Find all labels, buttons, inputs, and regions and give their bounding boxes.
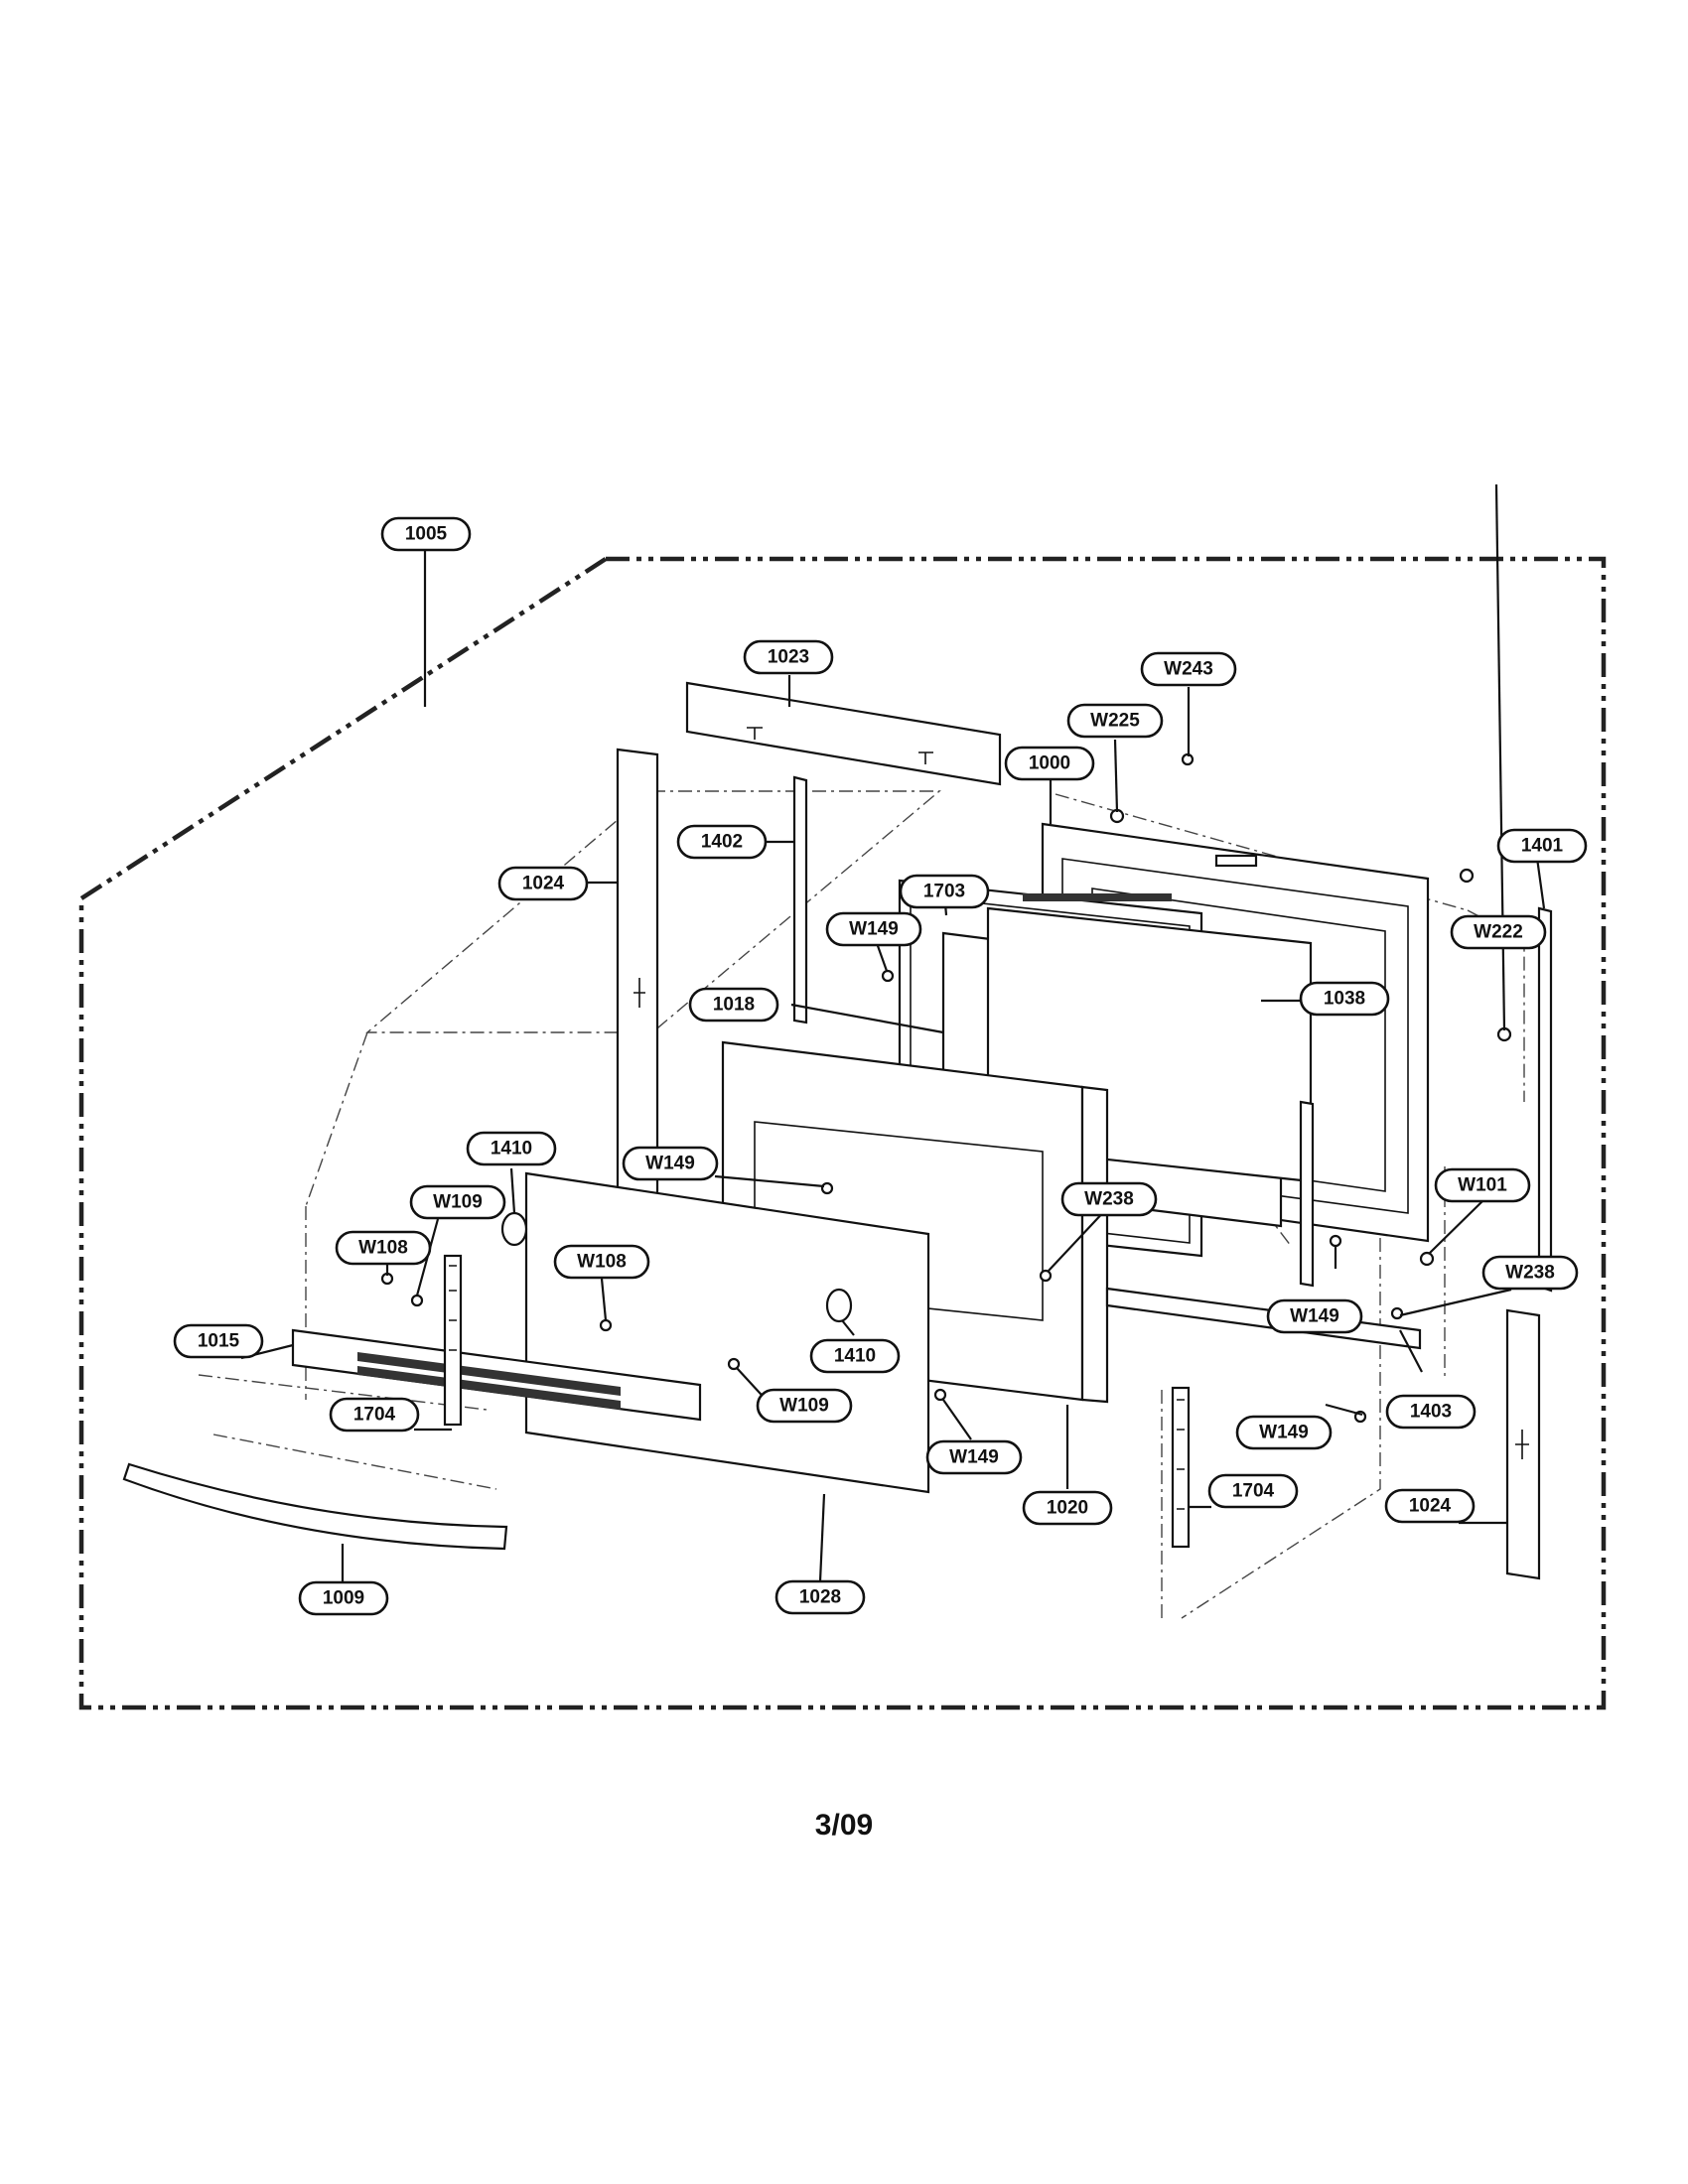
svg-text:1703: 1703: [923, 882, 965, 902]
callout-1009: 1009: [298, 1580, 389, 1616]
svg-text:W109: W109: [433, 1192, 483, 1213]
svg-text:1015: 1015: [198, 1331, 240, 1352]
callout-1410b: 1410: [809, 1338, 901, 1374]
callout-1024a: 1024: [497, 866, 589, 901]
callouts: 1005 1023 W243 W225 1000 1402 1401 1024 …: [173, 516, 1588, 1616]
svg-text:1038: 1038: [1324, 989, 1365, 1010]
part-1007-hinge-left-vertical: [1299, 1100, 1315, 1288]
page-number: 3/09: [814, 1809, 874, 1842]
svg-text:W109: W109: [779, 1396, 829, 1417]
callout-1704b: 1704: [1207, 1473, 1299, 1509]
callout-W225: W225: [1066, 703, 1164, 739]
part-1704-right-hinge: [1171, 1386, 1191, 1549]
part-1403-bottom-bracket: [1105, 1287, 1422, 1350]
svg-text:1410: 1410: [491, 1139, 532, 1160]
svg-text:1028: 1028: [799, 1587, 841, 1608]
callout-W238b: W238: [1481, 1255, 1579, 1291]
svg-text:W149: W149: [645, 1154, 695, 1174]
callout-1020: 1020: [1022, 1490, 1113, 1526]
svg-text:1402: 1402: [701, 832, 743, 853]
svg-text:W238: W238: [1505, 1263, 1555, 1284]
svg-text:W222: W222: [1474, 922, 1523, 943]
callout-W243: W243: [1140, 651, 1237, 687]
svg-text:W149: W149: [949, 1447, 999, 1468]
svg-text:1000: 1000: [1029, 753, 1070, 774]
svg-text:W149: W149: [1259, 1423, 1309, 1443]
callout-1023: 1023: [743, 639, 834, 675]
callout-W101: W101: [1434, 1167, 1531, 1203]
callout-W222: W222: [1450, 914, 1547, 950]
callout-1402: 1402: [676, 824, 768, 860]
svg-text:W101: W101: [1458, 1175, 1507, 1196]
callout-1024b: 1024: [1384, 1488, 1476, 1524]
callout-1015: 1015: [173, 1323, 264, 1359]
part-1009-door-handle: [122, 1462, 508, 1551]
callout-1038: 1038: [1299, 981, 1390, 1017]
callout-W108a: W108: [335, 1230, 432, 1266]
svg-text:1005: 1005: [405, 524, 448, 545]
svg-text:1020: 1020: [1047, 1498, 1088, 1519]
callout-W149c: W149: [1266, 1298, 1363, 1334]
callout-1018: 1018: [688, 987, 779, 1023]
svg-text:1704: 1704: [353, 1405, 396, 1426]
svg-text:1018: 1018: [713, 995, 755, 1016]
callout-W149a: W149: [825, 911, 922, 947]
svg-text:1023: 1023: [768, 647, 809, 668]
assembly-boundary: [78, 556, 1607, 1710]
callout-1005: 1005: [380, 516, 472, 552]
callout-W149b: W149: [622, 1146, 719, 1181]
callout-W238a: W238: [1060, 1181, 1158, 1217]
svg-text:W108: W108: [358, 1238, 408, 1259]
callout-W149d: W149: [1235, 1415, 1333, 1450]
callout-1403: 1403: [1385, 1394, 1477, 1430]
svg-text:W149: W149: [849, 919, 899, 940]
part-1015-vent-panel: [291, 1328, 702, 1422]
svg-text:1704: 1704: [1232, 1481, 1275, 1502]
svg-text:W243: W243: [1164, 659, 1213, 680]
svg-text:1401: 1401: [1521, 836, 1564, 857]
callout-1703: 1703: [899, 874, 990, 909]
svg-text:1009: 1009: [323, 1588, 364, 1609]
callout-1704a: 1704: [329, 1397, 420, 1433]
callout-1028: 1028: [774, 1579, 866, 1615]
callout-W109b: W109: [756, 1388, 853, 1424]
part-1704-left-hinge: [443, 1254, 463, 1427]
callout-W149e: W149: [925, 1439, 1023, 1475]
svg-text:W149: W149: [1290, 1306, 1339, 1327]
callout-1401: 1401: [1496, 828, 1588, 864]
callout-W109a: W109: [409, 1184, 506, 1220]
part-1402-left-bracket: [792, 775, 808, 1024]
svg-text:1024: 1024: [522, 874, 565, 894]
svg-text:W238: W238: [1084, 1189, 1134, 1210]
part-1023-top-trim: [685, 681, 1002, 786]
part-1024-right-side-trim: [1505, 1308, 1541, 1580]
svg-text:1024: 1024: [1409, 1496, 1452, 1517]
svg-text:1403: 1403: [1410, 1402, 1452, 1423]
part-1401-right-bracket: [1537, 906, 1553, 1293]
screws: [380, 752, 1512, 1424]
svg-text:W225: W225: [1090, 711, 1140, 732]
callout-1000: 1000: [1004, 746, 1095, 781]
svg-text:1410: 1410: [834, 1346, 876, 1367]
svg-text:W108: W108: [577, 1252, 627, 1273]
callout-W108b: W108: [553, 1244, 650, 1280]
callout-1410a: 1410: [466, 1131, 557, 1166]
part-1410-spacers: [500, 1211, 853, 1323]
